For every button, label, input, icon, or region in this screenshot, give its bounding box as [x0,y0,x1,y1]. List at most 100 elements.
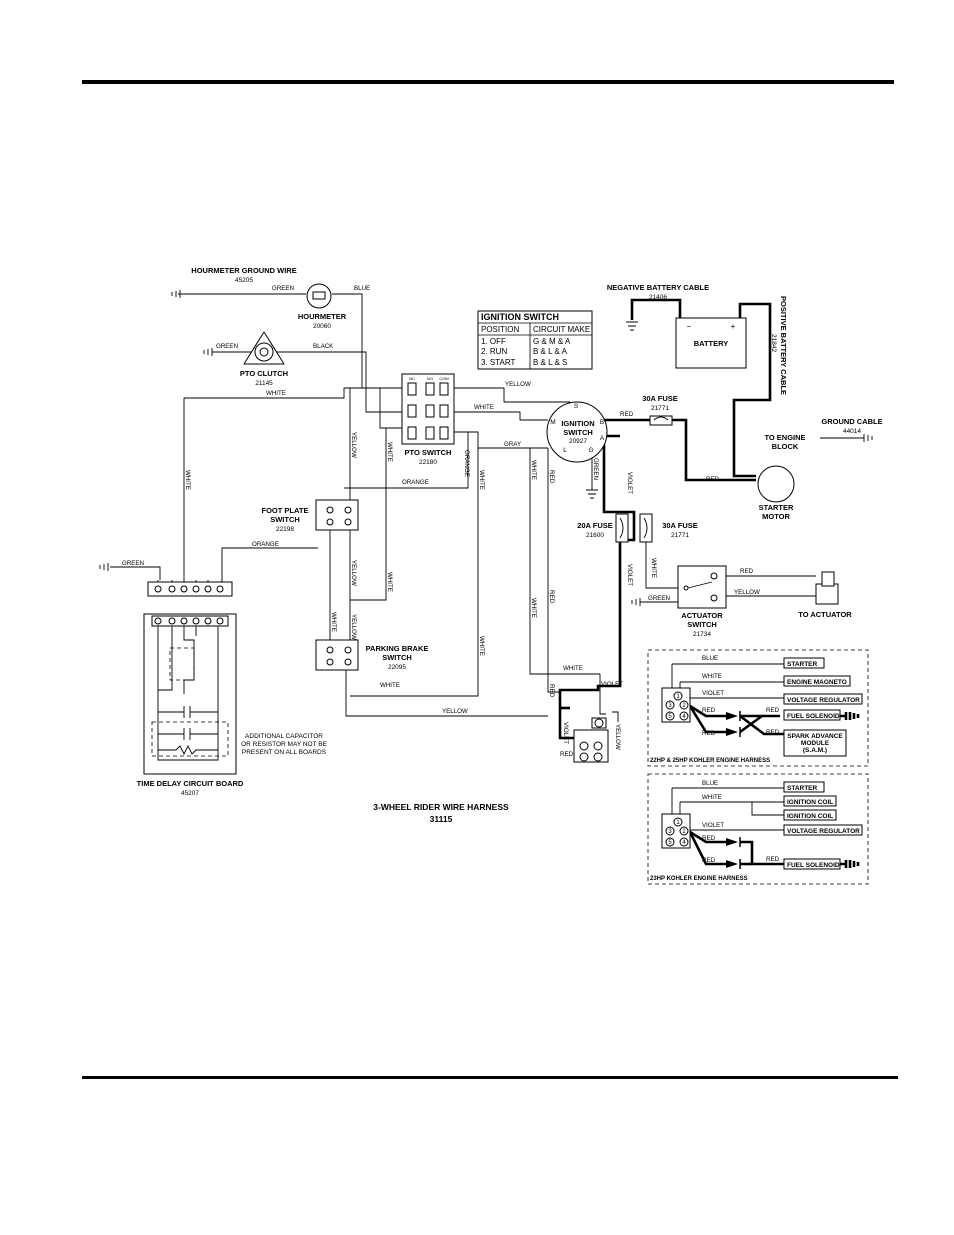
wire-label: WHITE [702,673,722,680]
wire-label: RED [702,730,716,737]
terminal-a: A [600,435,605,442]
parking-brake-label-1: PARKING BRAKE [366,644,429,653]
ignition-switch-label-2: SWITCH [563,428,593,437]
foot-plate-part: 22198 [276,526,294,533]
pto-switch-part: 22180 [419,459,437,466]
wire-label: VIOLET [601,681,623,688]
wire-label: GRAY [504,441,521,448]
wire-label: BLUE [702,780,718,787]
capacitor-note-1: ADDITIONAL CAPACITOR [245,733,323,740]
h22-starter: STARTER [787,661,818,668]
time-delay-circuit-board [143,613,237,775]
hourmeter [306,283,332,309]
ignition-table-row-2-circuit: B & L & A [533,347,568,356]
ignition-table-header-position: POSITION [481,325,519,334]
neg-cable-label: NEGATIVE BATTERY CABLE [607,283,709,292]
actuator-switch-label-1: ACTUATOR [681,611,723,620]
pos-cable-part: 21842 [770,334,777,352]
engine-connector-main [573,717,609,763]
wire-label: RED [702,835,716,842]
ground-cable-part: 44014 [843,428,861,435]
wire-label: WHITE [478,470,485,490]
foot-plate-label-1: FOOT PLATE [262,506,309,515]
wire-label: VIOLET [626,472,633,494]
time-delay-label: TIME DELAY CIRCUIT BOARD [137,779,244,788]
wire-label: BLUE [354,285,370,292]
wire-label: RED [548,590,555,604]
terminal-b: B [600,419,604,426]
parking-brake-part: 22095 [388,664,406,671]
wire-label: GREEN [272,285,294,292]
actuator-switch [677,565,727,609]
pto-term-nc: NC [409,376,415,381]
fuse-20a-and-30a [615,513,653,543]
harness-23-caption: 23HP KOHLER ENGINE HARNESS [650,876,748,882]
h22-engine-magneto: ENGINE MAGNETO [787,679,847,686]
h22-sam-1: SPARK ADVANCE [787,733,843,740]
actuator-switch-label-2: SWITCH [687,620,717,629]
wire-label: ORANGE [463,450,470,477]
fuse-30a-top-label: 30A FUSE [642,394,678,403]
hourmeter-part: 20060 [313,323,331,330]
terminal-s: S [574,403,579,410]
h23-ignition-coil-2: IGNITION COIL [787,813,833,820]
battery-label: BATTERY [694,339,729,348]
wire-label: WHITE [330,612,337,632]
wire-label: WHITE [380,682,400,689]
harness-23hp [647,773,869,885]
ground-cable-label: GROUND CABLE [821,417,882,426]
wire-labels: GREEN BLUE GREEN BLACK WHITE YELLOW WHIT… [122,285,780,864]
wire-label: GREEN [648,595,670,602]
neg-cable-part: 21406 [649,294,667,301]
wire-label: RED [766,856,780,863]
h23-voltage-regulator: VOLTAGE REGULATOR [787,828,860,835]
wire-label: BLUE [702,655,718,662]
h22-pin-5: 5 [668,714,672,720]
wire-label: YELLOW [614,724,621,750]
pto-switch [401,373,455,445]
foot-plate-label-2: SWITCH [270,515,300,524]
h23-ignition-coil-1: IGNITION COIL [787,799,833,806]
h22-sam-2: MODULE [801,740,830,747]
terminal-l: L [563,447,567,454]
fuse-30a-top [649,415,673,426]
ignition-table-row-1-circuit: G & M & A [533,337,571,346]
diagram-title: 3-WHEEL RIDER WIRE HARNESS [373,802,509,812]
wire-label: WHITE [530,460,537,480]
wire-label: RED [702,707,716,714]
fuse-20a-part: 21600 [586,532,604,539]
h23-starter: STARTER [787,785,818,792]
fuse-30a-top-part: 21771 [651,405,669,412]
h23-pin-5: 5 [668,840,672,846]
wire-label: RED [548,684,555,698]
pos-cable-label: POSITIVE BATTERY CABLE [779,296,788,395]
wire-label: WHITE [266,390,286,397]
parking-brake-label-2: SWITCH [382,653,412,662]
wire-label: ORANGE [402,479,429,486]
engine-block-label-1: TO ENGINE [764,433,805,442]
h23-pin-2: 2 [682,829,686,835]
harness-22-25hp [647,649,869,767]
diagram-part-number: 31115 [430,814,453,824]
wire-label: BLACK [313,343,334,350]
pto-clutch-label: PTO CLUTCH [240,369,288,378]
wire-label: VIOLET [562,722,569,744]
battery-minus: − [687,322,692,331]
ignition-switch-part: 20927 [569,438,587,445]
power-wires [558,298,860,868]
bottom-rule [82,1076,898,1079]
fuse-20a-label: 20A FUSE [577,521,613,530]
pto-clutch [243,331,285,365]
wire-label: RED [702,857,716,864]
fuse-30a-low-part: 21771 [671,532,689,539]
h22-pin-3: 3 [668,703,672,709]
wire-label: GREEN [122,560,144,567]
wire-label: WHITE [184,470,191,490]
h23-fuel-solenoid: FUEL SOLENOID [787,862,840,869]
wire-label: RED [766,707,780,714]
ignition-table-header-circuit: CIRCUIT MAKE [533,325,590,334]
wire-label: YELLOW [734,589,760,596]
time-delay-connector [147,581,233,597]
fuse-30a-low-label: 30A FUSE [662,521,698,530]
ignition-table-row-1-pos: 1. OFF [481,337,506,346]
